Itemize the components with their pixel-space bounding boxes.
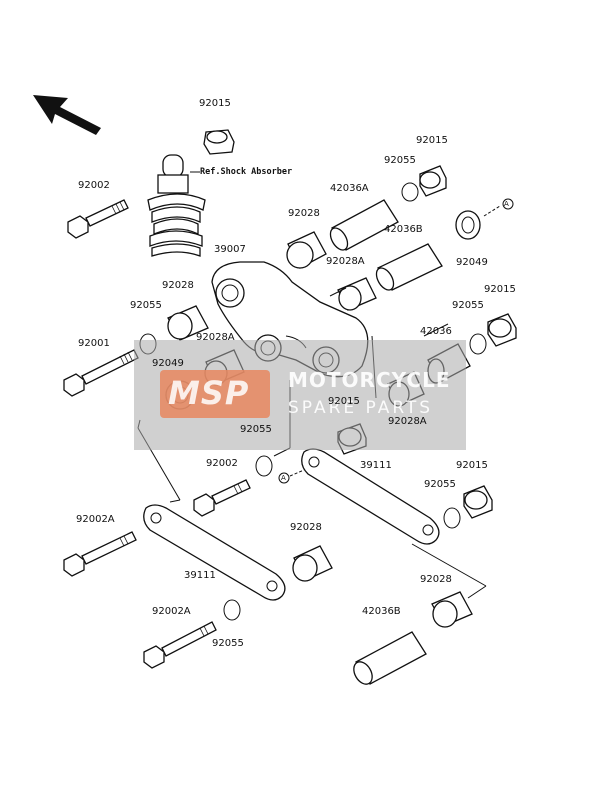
sleeve-42036B-top — [375, 243, 443, 291]
label-92015-right: 92015 — [484, 284, 516, 295]
bushing-92028A-mid — [337, 277, 377, 311]
label-92002-top: 92002 — [78, 180, 110, 191]
collar-92015-upper-right — [419, 165, 447, 197]
bolt-92002-mid — [193, 479, 251, 517]
label-92028A-right: 92028A — [388, 416, 427, 427]
label-92015-top: 92015 — [199, 98, 231, 109]
collar-92015-top — [203, 129, 235, 155]
watermark-title: MOTORCYCLE — [288, 368, 451, 392]
bushing-92028-low — [292, 545, 333, 582]
bushing-92028-left — [167, 305, 209, 341]
label-92028-low: 92028 — [290, 522, 322, 533]
label-ref-shock-absorber: Ref.Shock Absorber — [200, 167, 293, 177]
label-92028-mid: 92028 — [288, 208, 320, 219]
label-92002A-left: 92002A — [76, 514, 115, 525]
ring-92055-upper — [401, 182, 419, 202]
label-42036B-bottom: 42036B — [362, 606, 401, 617]
label-92028-left: 92028 — [162, 280, 194, 291]
label-92055-left: 92055 — [130, 300, 162, 311]
bolt-92002A-left — [63, 531, 137, 577]
label-39007: 39007 — [214, 244, 246, 255]
label-92028A-left: 92028A — [196, 332, 235, 343]
bushing-92028-mid — [286, 231, 327, 269]
label-92028A-mid: 92028A — [326, 256, 365, 267]
bushing-92028-bottom — [431, 591, 473, 628]
label-92055-upper: 92055 — [384, 155, 416, 166]
label-92001: 92001 — [78, 338, 110, 349]
label-92002A-bottom: 92002A — [152, 606, 191, 617]
ring-92055-low — [443, 507, 461, 529]
sleeve-42036B-bottom — [353, 631, 427, 685]
label-92028-bottom: 92028 — [420, 574, 452, 585]
seal-92049-right — [455, 210, 481, 240]
watermark-subtitle: SPARE PARTS — [288, 398, 434, 418]
label-39111-left: 39111 — [184, 570, 216, 581]
tie-rod-39111-left — [143, 504, 286, 601]
collar-92015-low — [463, 485, 493, 519]
ring-92055-bottom — [223, 599, 241, 621]
shock-absorber-ref — [147, 154, 206, 257]
watermark-logo: MSP — [168, 374, 250, 412]
bolt-92002A-bottom — [143, 621, 217, 669]
marker-a-circle-center — [278, 472, 290, 484]
label-92002-mid: 92002 — [206, 458, 238, 469]
leader-line — [289, 469, 305, 477]
leader-line — [483, 205, 501, 217]
label-92055-low: 92055 — [424, 479, 456, 490]
label-39111-right: 39111 — [360, 460, 392, 471]
label-42036A: 42036A — [330, 183, 369, 194]
marker-a-label-center: A — [281, 474, 286, 482]
collar-92015-right — [487, 313, 517, 347]
label-42036: 42036 — [420, 326, 452, 337]
marker-a-label: A — [504, 200, 509, 208]
label-92055-center: 92055 — [240, 424, 272, 435]
sleeve-42036A — [329, 199, 399, 251]
label-92049-left: 92049 — [152, 358, 184, 369]
direction-arrow-icon — [33, 95, 101, 135]
bolt-92002-top — [67, 199, 129, 239]
label-92049-right: 92049 — [456, 257, 488, 268]
bolt-92001 — [63, 349, 139, 397]
label-92015-low: 92015 — [456, 460, 488, 471]
marker-a-circle — [502, 198, 514, 210]
watermark-logo-badge — [160, 370, 270, 418]
ring-92055-center — [255, 455, 273, 477]
label-92015-upper-right: 92015 — [416, 135, 448, 146]
label-92015-center: 92015 — [328, 396, 360, 407]
ring-92055-right — [469, 333, 487, 355]
label-92055-right: 92055 — [452, 300, 484, 311]
label-92055-bottom: 92055 — [212, 638, 244, 649]
label-42036B-top: 42036B — [384, 224, 423, 235]
